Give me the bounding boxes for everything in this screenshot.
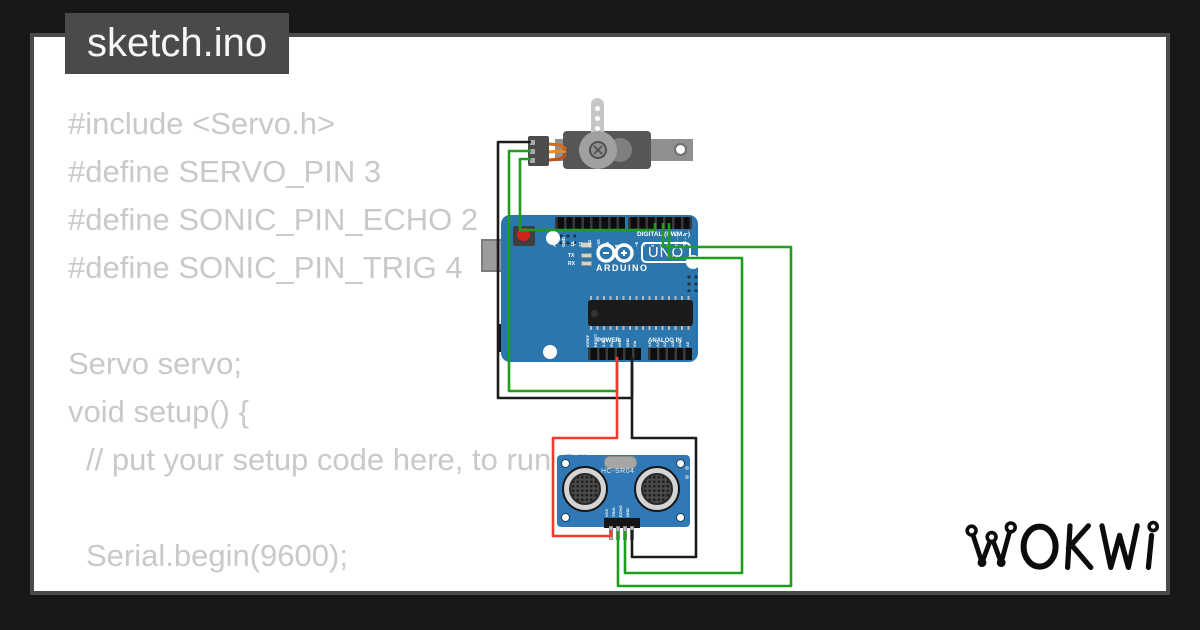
chip-notch — [591, 310, 598, 317]
sensor-pin-echo — [623, 526, 627, 540]
code-editor: #include <Servo.h> #define SERVO_PIN 3 #de… — [68, 100, 586, 580]
arduino-brand-label: ARDUINO — [596, 263, 649, 273]
power-header-label: POWER — [597, 338, 620, 344]
pin-label: VCC — [604, 508, 609, 517]
led-tx — [581, 253, 592, 258]
sensor-model-label: HC-SR04 — [601, 468, 635, 475]
file-tab: sketch.ino — [65, 13, 290, 74]
sensor-pin-gnd — [630, 526, 634, 540]
code-line: Servo servo; — [68, 346, 243, 381]
servo-connector-pin — [530, 158, 535, 163]
mounting-hole — [543, 345, 557, 359]
sensor-dot — [685, 466, 689, 470]
led-tx-label: TX — [568, 253, 575, 259]
pin-label: GND — [560, 237, 566, 247]
digital-header-label: DIGITAL (PWM ~) — [636, 231, 690, 238]
sensor-corner-hole — [676, 459, 685, 468]
digital-header-right — [628, 217, 692, 229]
code-line — [68, 484, 586, 532]
sensor-pin-trig — [616, 526, 620, 540]
pin-label: ECHO — [618, 505, 623, 517]
servo-horn-hole — [595, 116, 600, 121]
sensor-dot — [685, 475, 689, 479]
sensor-corner-hole — [561, 459, 570, 468]
sensor-corner-hole — [676, 513, 685, 522]
code-line: Serial.begin(9600); — [86, 538, 348, 573]
pin-label: Vin — [632, 340, 638, 347]
code-line: void setup() { — [68, 394, 249, 429]
pin-label: 12 — [578, 241, 584, 247]
pin-label: TRIG — [611, 507, 616, 517]
wokwi-wordmark-icon — [965, 520, 1159, 571]
servo-horn-hole — [595, 106, 600, 111]
icsp-header-main — [684, 272, 698, 292]
pin-label: AREF — [552, 234, 557, 247]
pin-label: IOREF — [585, 334, 590, 347]
code-line: #define SONIC_PIN_TRIG 4 — [68, 250, 463, 285]
led-l-label: L — [573, 241, 577, 247]
analog-header — [648, 348, 692, 360]
code-line: #include <Servo.h> — [68, 106, 336, 141]
pin-label: GND — [624, 338, 630, 347]
servo-screw — [589, 141, 607, 159]
wokwi-logo: WOKWI — [962, 516, 1162, 579]
analog-header-label: ANALOG IN — [648, 338, 682, 344]
code-line: #define SERVO_PIN 3 — [68, 154, 382, 189]
pin-label: ~11 — [587, 239, 593, 247]
sensor-pin-vcc — [609, 526, 613, 540]
transducer-left-mesh — [569, 473, 601, 505]
power-header — [588, 348, 641, 360]
servo-connector-pin — [530, 149, 535, 154]
servo-mount-hole — [674, 143, 687, 156]
pin-label: GND — [625, 508, 630, 517]
led-rx — [581, 261, 592, 266]
servo-connector-pin — [530, 140, 535, 145]
digital-header-left — [555, 217, 625, 229]
uno-model-badge: UNO — [641, 242, 691, 263]
chip-legs-top — [590, 296, 691, 300]
led-rx-label: RX — [568, 261, 575, 267]
transducer-right-mesh — [641, 473, 673, 505]
arduino-infinity-icon — [596, 243, 634, 263]
servo-horn-hole — [595, 126, 600, 131]
sensor-corner-hole — [561, 513, 570, 522]
atmega-chip — [588, 300, 693, 326]
pin-label: A5 — [684, 341, 690, 347]
code-line: #define SONIC_PIN_ECHO 2 — [68, 202, 479, 237]
code-line: // put your setup code here, to run once… — [86, 442, 586, 477]
reset-button-cap — [517, 228, 530, 241]
chip-legs-bottom — [590, 326, 691, 330]
